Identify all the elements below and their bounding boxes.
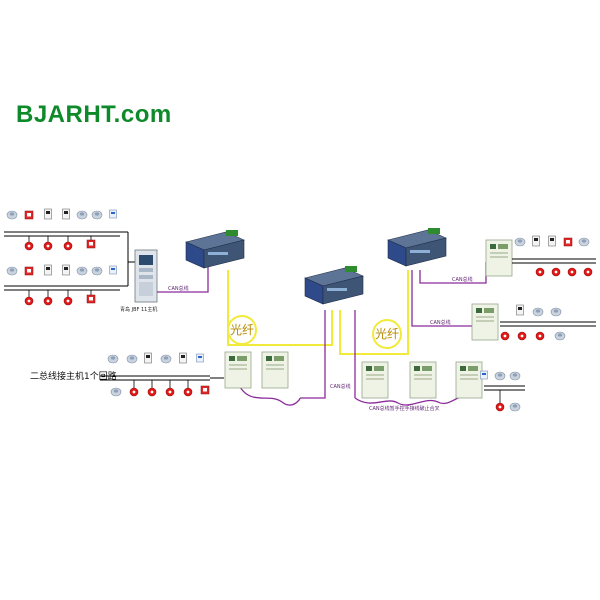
io-module-icon: [62, 208, 70, 220]
sounder-icon: [480, 370, 488, 380]
fire-alarm-panel-icon: [455, 361, 483, 399]
smoke-detector-icon: [550, 307, 562, 317]
io-module-icon: [144, 352, 152, 364]
smoke-detector-icon: [107, 354, 119, 364]
fire-alarm-panel-icon: [261, 351, 289, 389]
smoke-detector-icon: [509, 402, 521, 412]
fire-alarm-panel-icon: [471, 303, 499, 341]
left-row2-bells: [24, 294, 96, 306]
fiber-label-left: 光纤: [230, 323, 254, 337]
io-module-icon: [532, 235, 540, 247]
fiber-label-right: 光纤: [375, 327, 399, 341]
smoke-detector-icon: [6, 266, 18, 276]
smoke-detector-icon: [76, 210, 88, 220]
manual-alarm-icon: [24, 210, 34, 220]
alarm-bell-icon: [551, 267, 561, 277]
smoke-detector-icon: [532, 307, 544, 317]
smoke-detector-icon: [514, 237, 526, 247]
alarm-bell-icon: [24, 296, 34, 306]
can-bus-label-right-top: CAN总线: [452, 276, 473, 283]
fire-alarm-panel-icon: [485, 239, 513, 277]
host-caption: 青岛 JBF 11主机: [120, 306, 157, 313]
alarm-bell-icon: [63, 296, 73, 306]
smoke-detector-icon: [160, 354, 172, 364]
manual-alarm-icon: [24, 266, 34, 276]
can-fiber-converter-icon: [304, 265, 364, 305]
right-top-devices: [514, 235, 590, 247]
bottom-left-devices: [107, 352, 204, 364]
fire-alarm-panel-icon: [224, 351, 252, 389]
alarm-bell-icon: [183, 387, 193, 397]
right-mid-devices: [516, 304, 562, 317]
smoke-detector-icon: [126, 354, 138, 364]
fire-host-icon: [134, 249, 158, 303]
manual-alarm-icon: [200, 385, 210, 395]
brand-logo-text: BJARHT.com: [16, 101, 172, 128]
fire-alarm-panel-icon: [409, 361, 437, 399]
alarm-bell-icon: [535, 331, 545, 341]
alarm-bell-icon: [129, 387, 139, 397]
alarm-bell-icon: [500, 331, 510, 341]
fiber-coil-icon: [227, 315, 257, 345]
manual-alarm-icon: [563, 237, 573, 247]
alarm-bell-icon: [567, 267, 577, 277]
manual-alarm-icon: [86, 239, 96, 249]
can-fiber-converter-icon: [185, 229, 245, 269]
smoke-detector-icon: [110, 387, 122, 397]
sounder-icon: [109, 209, 117, 219]
left-row1-bells: [24, 239, 96, 251]
fiber-coil-icon: [372, 319, 402, 349]
can-bus-label-bottom: CAN总线暂手控手接线破止合叉: [369, 405, 440, 412]
smoke-detector-icon: [91, 210, 103, 220]
can-bus-label-right-mid: CAN总线: [430, 319, 451, 326]
smoke-detector-icon: [554, 331, 566, 341]
fire-alarm-panel-icon: [361, 361, 389, 399]
alarm-bell-icon: [43, 241, 53, 251]
left-detector-group: [4, 208, 136, 306]
smoke-detector-icon: [6, 210, 18, 220]
alarm-bell-icon: [63, 241, 73, 251]
bottom-left-bells: [110, 385, 210, 397]
smoke-detector-icon: [76, 266, 88, 276]
sounder-icon: [109, 265, 117, 275]
can-bus-label-mid: CAN总线: [330, 383, 351, 390]
left-row2-devices: [6, 264, 117, 276]
left-row1-devices: [6, 208, 117, 220]
io-module-icon: [44, 264, 52, 276]
io-module-icon: [516, 304, 524, 316]
io-module-icon: [62, 264, 70, 276]
manual-alarm-icon: [86, 294, 96, 304]
alarm-bell-icon: [147, 387, 157, 397]
sounder-icon: [196, 353, 204, 363]
smoke-detector-icon: [578, 237, 590, 247]
smoke-detector-icon: [494, 371, 506, 381]
smoke-detector-icon: [91, 266, 103, 276]
io-module-icon: [179, 352, 187, 364]
smoke-detector-icon: [509, 371, 521, 381]
alarm-bell-icon: [583, 267, 593, 277]
two-bus-caption: 二总线接主机1个回路: [30, 370, 117, 382]
alarm-bell-icon: [535, 267, 545, 277]
alarm-bell-icon: [24, 241, 34, 251]
alarm-bell-icon: [165, 387, 175, 397]
alarm-bell-icon: [517, 331, 527, 341]
bottom-right-devices: [480, 370, 521, 381]
io-module-icon: [548, 235, 556, 247]
io-module-icon: [44, 208, 52, 220]
can-bus-label-left: CAN总线: [168, 285, 189, 292]
alarm-bell-icon: [43, 296, 53, 306]
can-fiber-converter-icon: [387, 227, 447, 267]
alarm-bell-icon: [495, 402, 505, 412]
